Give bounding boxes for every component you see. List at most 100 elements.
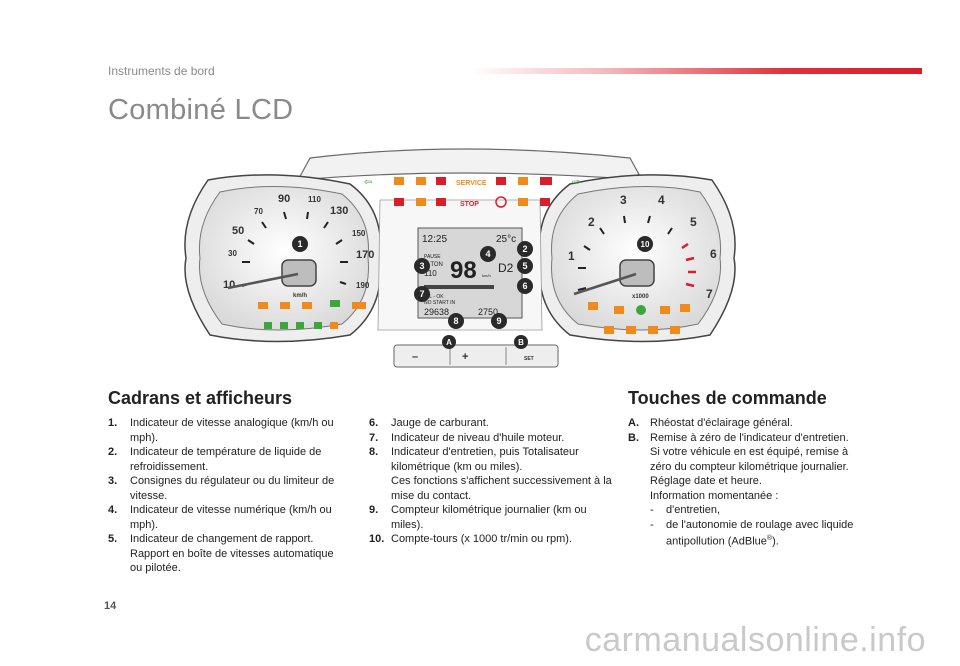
list-item: 6.Jauge de carburant.	[369, 417, 489, 429]
list-item: 3.Consignes du régulateur ou du limiteur…	[108, 475, 335, 502]
heading-touches: Touches de commande	[628, 388, 827, 408]
tacho-redzone	[681, 242, 696, 288]
callouts: 1 2 3 4 5 6 7 8 9 10 A B	[292, 236, 653, 349]
lcd-set-speed: 110	[424, 269, 437, 278]
speedo-tick: 90	[278, 193, 290, 205]
lamp-icon	[394, 177, 404, 185]
battery-icon	[436, 177, 446, 185]
plus-button[interactable]: +	[462, 351, 468, 363]
callout-1: 1	[297, 239, 302, 249]
particle-filter-icon	[614, 306, 624, 314]
lcd-cton: C·TON	[424, 262, 443, 268]
watermark: carmanualsonline.info	[584, 621, 926, 659]
cluster-hood	[296, 148, 644, 181]
tachometer-dial	[551, 186, 722, 331]
list-item: 10.Compte-tours (x 1000 tr/min ou rpm).	[369, 533, 572, 545]
lcd-trip: 2750	[478, 307, 498, 317]
speedo-tick: 70	[254, 207, 263, 216]
speedo-tick: 190	[356, 281, 370, 290]
lcd-fuel-bar	[424, 285, 494, 289]
callout-4: 4	[485, 249, 490, 259]
tacho-tick: 2	[588, 215, 595, 229]
airbag-icon	[416, 198, 426, 206]
service-label: SERVICE	[456, 180, 487, 187]
stop-label: STOP	[460, 201, 479, 208]
seatbelt-icon	[394, 198, 404, 206]
list-item: 9.Compteur kilométrique journalier (km o…	[369, 504, 587, 531]
cadrans-list-left: 1.Indicateur de vitesse analogique (km/h…	[108, 416, 348, 576]
lcd-speed: 98	[450, 257, 477, 284]
warning-lights-bottom	[258, 300, 690, 334]
section-title: Instruments de bord	[108, 64, 215, 78]
coolant-icon	[496, 177, 506, 185]
diesel-icon	[604, 326, 614, 334]
oil-icon	[540, 177, 552, 185]
brake-icon	[495, 196, 507, 208]
speedometer-dial	[198, 186, 369, 331]
tacho-hub	[619, 259, 655, 287]
seatbelt-rear-icon	[436, 198, 446, 206]
callout-b: B	[518, 338, 524, 347]
speedo-unit: km/h	[293, 293, 307, 299]
list-item: 4.Indicateur de vitesse numérique (km/h …	[108, 504, 332, 531]
speedo-tick: 170	[356, 249, 374, 261]
lcd-oil: OIL - OK	[424, 294, 444, 300]
speedo-tick: 10	[223, 279, 235, 291]
tyre-icon	[518, 177, 528, 185]
stop-start-icon	[636, 305, 646, 315]
list-item: 5.Indicateur de changement de rapport.Ra…	[108, 533, 334, 574]
lights-icon	[670, 326, 680, 334]
left-indicator-icon: ⇦	[364, 177, 372, 188]
minus-button[interactable]: –	[412, 351, 418, 363]
lcd-pause: PAUSE	[424, 254, 441, 260]
speedo-tick: 30	[228, 249, 237, 258]
lcd-speed-unit: km/h	[482, 273, 491, 278]
speedo-tick: 150	[352, 229, 366, 238]
callout-a: A	[446, 338, 452, 347]
callout-9: 9	[496, 316, 501, 326]
lcd-gear: D2	[498, 261, 514, 275]
cadrans-list-mid: 6.Jauge de carburant. 7.Indicateur de ni…	[369, 416, 614, 547]
callout-5: 5	[522, 261, 527, 271]
steering-icon	[588, 302, 598, 310]
callout-7: 7	[419, 289, 424, 299]
tacho-tickmarks	[577, 215, 673, 291]
dipped-beam-icon	[296, 322, 304, 329]
gearbox-icon	[626, 326, 636, 334]
door-icon	[540, 198, 550, 206]
tacho-tick: 4	[658, 193, 665, 207]
callout-3: 3	[419, 261, 424, 271]
speedo-tick: 50	[232, 225, 244, 237]
abs-icon	[648, 326, 658, 334]
lcd-time: 12:25	[422, 234, 447, 245]
sidelight-icon	[280, 322, 288, 329]
callout-10: 10	[641, 240, 650, 249]
tacho-tick: 1	[568, 249, 575, 263]
touches-list: A.Rhéostat d'éclairage général. B. Remis…	[628, 416, 863, 549]
tacho-tick: 6	[710, 247, 717, 261]
speed-limit-icon	[302, 302, 312, 309]
adblue-icon	[352, 302, 366, 309]
page-number: 14	[104, 600, 117, 612]
list-item: A.Rhéostat d'éclairage général.	[628, 417, 793, 429]
glow-plug-icon	[258, 302, 268, 309]
set-button[interactable]: SET	[524, 356, 534, 362]
fuel-filter-icon	[330, 300, 340, 307]
right-indicator-icon: ⇨	[572, 177, 580, 188]
cruise-icon	[280, 302, 290, 309]
tacho-tick: 3	[620, 193, 627, 207]
tacho-tick: 5	[690, 215, 697, 229]
tyre-pressure-icon	[680, 304, 690, 312]
main-beam-icon	[314, 322, 322, 329]
header-accent-bar	[470, 68, 922, 74]
dash-item: -d'entretien,	[650, 504, 721, 516]
speedo-tick: 110	[308, 195, 321, 204]
lcd-temp: 25°c	[496, 234, 516, 245]
lcd-contents: 12:25 25°c PAUSE C·TON 110 98 km/h D2 OI…	[422, 234, 516, 317]
tacho-unit: x1000	[632, 294, 649, 300]
callout-8: 8	[453, 316, 458, 326]
speedo-tick: 130	[330, 205, 348, 217]
control-pad	[393, 344, 559, 368]
lcd-screen	[417, 227, 523, 319]
fuel-icon	[416, 177, 426, 185]
